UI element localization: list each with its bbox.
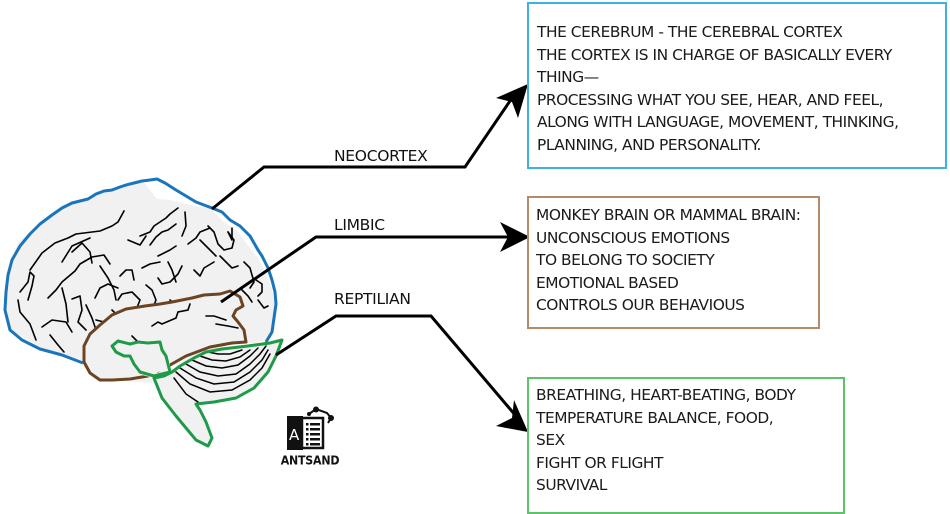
connector-neocortex <box>211 97 514 211</box>
description-line: THE CEREBRUM - THE CEREBRAL CORTEX <box>537 23 843 41</box>
description-line: TO BELONG TO SOCIETY <box>536 251 715 270</box>
document-molecule-icon: A <box>287 406 334 450</box>
connectors <box>211 97 518 417</box>
description-line: PROCESSING WHAT YOU SEE, HEAR, AND FEEL, <box>537 90 884 109</box>
limbic-shape <box>82 289 248 382</box>
brainstem-shape <box>112 340 282 446</box>
description-line: TEMPERATURE BALANCE, FOOD, <box>536 408 774 427</box>
reptilian-inner-outline <box>110 339 172 378</box>
description-line: SURVIVAL <box>536 476 607 495</box>
arrowheads <box>496 84 530 432</box>
logo-text: ANTSAND <box>280 453 340 468</box>
limbic-description-box: MONKEY BRAIN OR MAMMAL BRAIN: UNCONSCIOU… <box>527 196 820 329</box>
neocortex-description-box: THE CEREBRUM - THE CEREBRAL CORTEX THE C… <box>527 2 947 169</box>
label-neocortex: NEOCORTEX <box>334 147 428 165</box>
description-line: FIGHT OR FLIGHT <box>536 453 664 472</box>
description-line: EMOTIONAL BASED <box>536 273 679 292</box>
logo-glyph: A <box>289 426 300 444</box>
arrowhead-limbic <box>500 222 530 252</box>
description-line: THING— <box>537 68 599 87</box>
connector-reptilian <box>275 314 518 417</box>
connector-limbic <box>220 235 508 304</box>
arrowhead-reptilian <box>496 400 528 432</box>
reptilian-description-box: BREATHING, HEART-BEATING, BODY TEMPERATU… <box>527 377 845 514</box>
arrowhead-neocortex <box>496 84 528 118</box>
description-line: ALONG WITH LANGUAGE, MOVEMENT, THINKING, <box>537 113 899 132</box>
cerebellum-folds <box>173 345 271 403</box>
reptilian-outline <box>152 338 284 448</box>
description-line: UNCONSCIOUS EMOTIONS <box>536 228 730 247</box>
label-limbic: LIMBIC <box>334 216 385 234</box>
cerebrum-outline <box>3 177 278 365</box>
label-reptilian: REPTILIAN <box>334 290 411 308</box>
description-line: THE CORTEX IS IN CHARGE OF BASICALLY EVE… <box>537 45 892 64</box>
description-line: CONTROLS OUR BEHAVIOUS <box>536 296 745 315</box>
description-line: BREATHING, HEART-BEATING, BODY <box>536 386 796 404</box>
description-line: PLANNING, AND PERSONALITY. <box>537 135 761 154</box>
antsand-logo: A ANTSAND <box>279 406 341 470</box>
description-line: MONKEY BRAIN OR MAMMAL BRAIN: <box>536 206 801 224</box>
description-line: SEX <box>536 431 565 450</box>
